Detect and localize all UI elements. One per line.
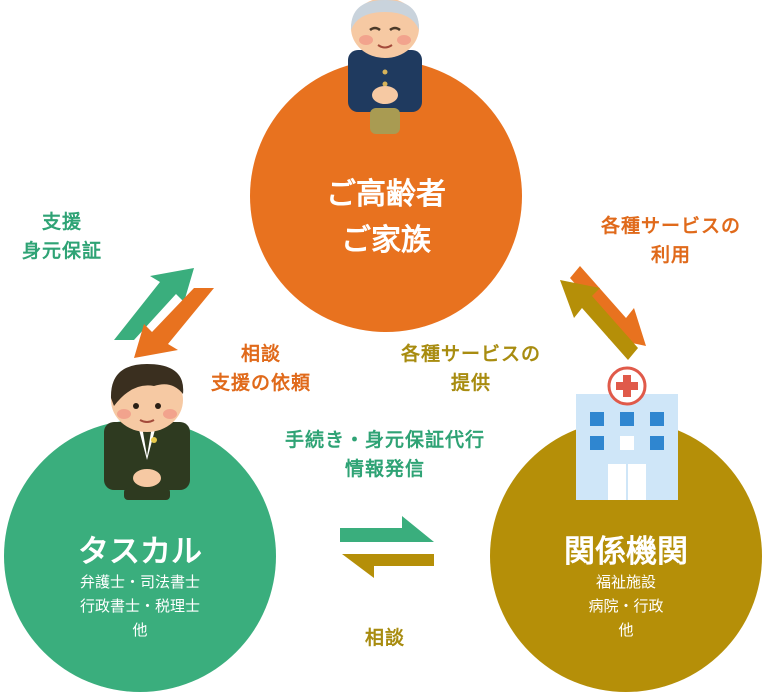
consult-request-label: 相談 支援の依頼 xyxy=(186,340,336,398)
service-provide-line1: 各種サービスの xyxy=(400,343,541,365)
service-use-label: 各種サービスの 利用 xyxy=(576,212,766,270)
consult-label-line2: 支援の依頼 xyxy=(210,372,311,394)
businessman-icon xyxy=(104,364,190,500)
tasukaru-member-line3: 他 xyxy=(132,621,148,639)
hospital-building-icon xyxy=(576,366,678,500)
procedure-label-line1: 手続き・身元保証代行 xyxy=(284,429,485,451)
service-provide-label: 各種サービスの 提供 xyxy=(376,340,566,398)
exchange-arrows-icon xyxy=(340,516,434,578)
elderly-title-line1: ご高齢者 xyxy=(326,177,446,212)
tasukaru-title: タスカル xyxy=(78,534,202,570)
elderly-title: ご高齢者 ご家族 xyxy=(250,172,522,264)
kankei-members: 福祉施設 病院・行政 他 xyxy=(490,570,762,642)
kankei-member-line2: 病院・行政 xyxy=(588,597,664,615)
kankei-title: 関係機関 xyxy=(564,534,688,570)
kankei-member-line3: 他 xyxy=(618,621,634,639)
kankei-member-line1: 福祉施設 xyxy=(595,573,656,591)
procedure-label-line2: 情報発信 xyxy=(344,458,425,480)
service-use-line1: 各種サービスの xyxy=(600,215,741,237)
elderly-title-line2: ご家族 xyxy=(341,223,431,258)
elderly-person-icon xyxy=(348,0,422,134)
service-use-line2: 利用 xyxy=(650,244,691,266)
tasukaru-member-line2: 行政書士・税理士 xyxy=(79,597,200,615)
provide-arrow-icon xyxy=(560,280,638,360)
consult-arrow-icon xyxy=(134,288,214,358)
tasukaru-members: 弁護士・司法書士 行政書士・税理士 他 xyxy=(4,570,276,642)
bottom-consult-label: 相談 xyxy=(364,627,405,649)
support-label-line1: 支援 xyxy=(41,211,82,233)
tasukaru-member-line1: 弁護士・司法書士 xyxy=(79,573,200,591)
consult-label-line1: 相談 xyxy=(240,343,281,365)
procedure-label: 手続き・身元保証代行 情報発信 xyxy=(240,426,530,484)
support-label-line2: 身元保証 xyxy=(21,240,102,262)
support-arrow-icon xyxy=(114,268,194,340)
support-label: 支援 身元保証 xyxy=(2,208,122,266)
service-provide-line2: 提供 xyxy=(450,372,491,394)
